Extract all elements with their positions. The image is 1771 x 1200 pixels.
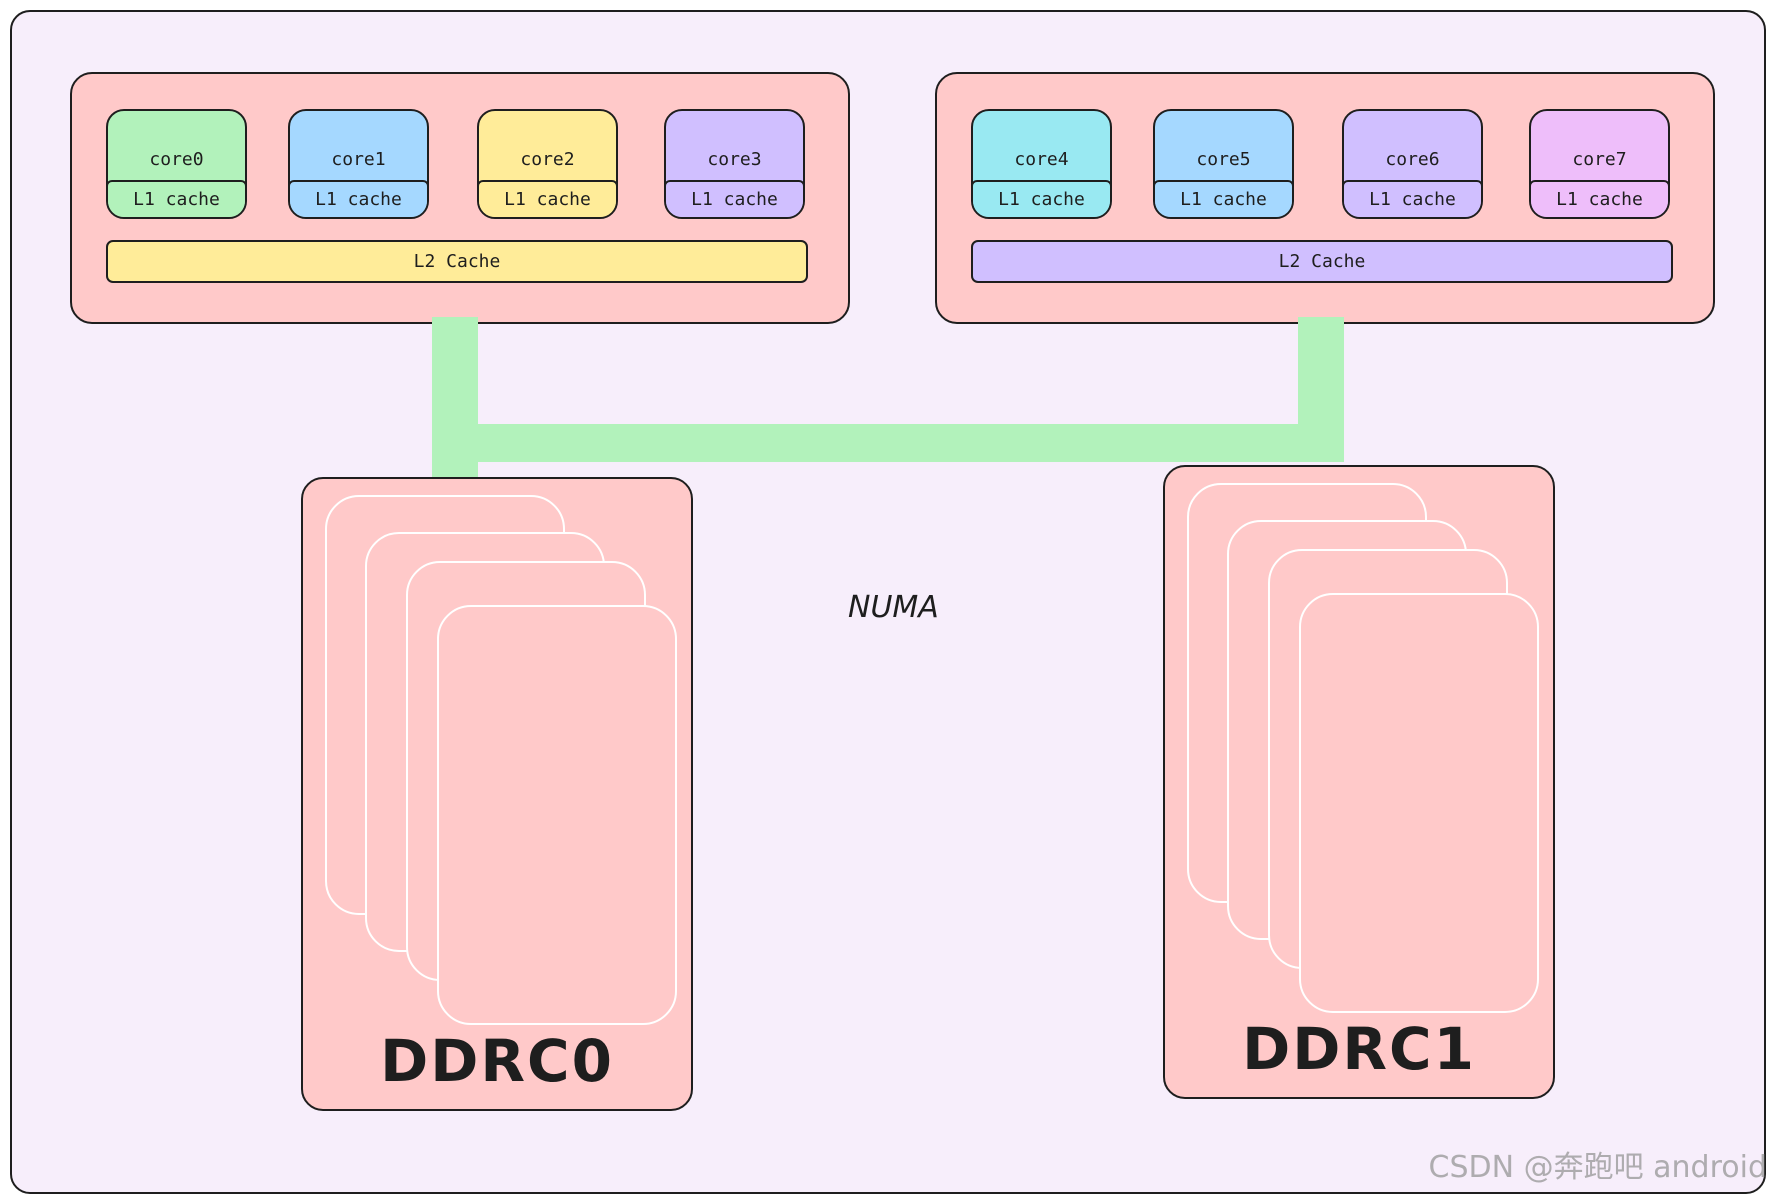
core-label: core6 [1385,149,1440,170]
l1-cache: L1 cache [973,180,1110,217]
cpu-cluster-0: core0 L1 cache core1 L1 cache core2 L1 c… [70,72,850,324]
l1-cache: L1 cache [1155,180,1292,217]
core-label: core7 [1572,149,1627,170]
l1-cache: L1 cache [666,180,803,217]
l1-cache: L1 cache [1344,180,1481,217]
memory-bank [437,605,677,1025]
l2-cache: L2 Cache [971,240,1673,283]
cpu-cluster-1: core4 L1 cache core5 L1 cache core6 L1 c… [935,72,1715,324]
core-5: core5 L1 cache [1153,109,1294,219]
core-1: core1 L1 cache [288,109,429,219]
l1-cache: L1 cache [108,180,245,217]
watermark: CSDN @奔跑吧 android [1428,1150,1767,1185]
l1-cache: L1 cache [479,180,616,217]
core-0: core0 L1 cache [106,109,247,219]
core-label: core1 [331,149,386,170]
memory-ddrc1: DDRC1 [1163,465,1555,1099]
diagram-frame: core0 L1 cache core1 L1 cache core2 L1 c… [10,10,1766,1194]
core-label: core2 [520,149,575,170]
core-6: core6 L1 cache [1342,109,1483,219]
core-label: core5 [1196,149,1251,170]
memory-ddrc0: DDRC0 [301,477,693,1111]
core-2: core2 L1 cache [477,109,618,219]
core-3: core3 L1 cache [664,109,805,219]
numa-label: NUMA [848,590,939,625]
core-label: core0 [149,149,204,170]
ddr-label: DDRC1 [1242,1015,1476,1083]
l2-cache: L2 Cache [106,240,808,283]
l1-cache: L1 cache [290,180,427,217]
memory-bank [1299,593,1539,1013]
core-label: core3 [707,149,762,170]
core-4: core4 L1 cache [971,109,1112,219]
bus-horizontal [432,424,1344,462]
core-7: core7 L1 cache [1529,109,1670,219]
core-label: core4 [1014,149,1069,170]
ddr-label: DDRC0 [380,1027,614,1095]
l1-cache: L1 cache [1531,180,1668,217]
bus-right-vertical [1298,317,1344,462]
